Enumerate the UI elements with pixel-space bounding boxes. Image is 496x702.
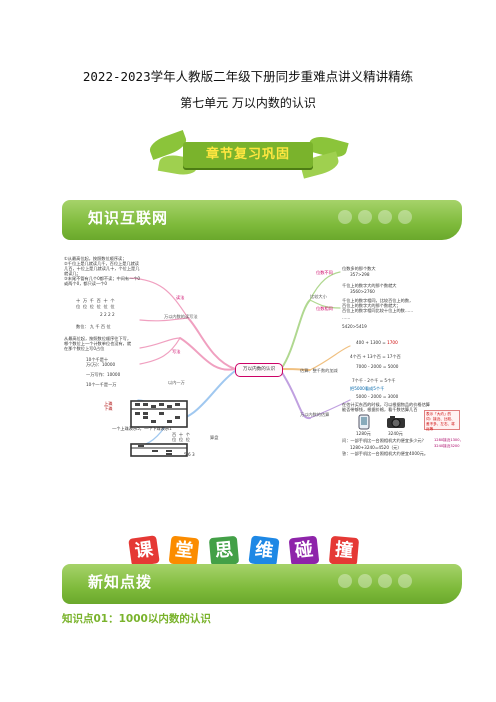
compare-ellipsis: ……: [342, 315, 351, 320]
abacus-cols: 百 十 个: [172, 432, 190, 437]
calc-row: 7个千 - 2个千 = 5个千: [352, 378, 396, 383]
price: 1280元: [356, 431, 371, 436]
compare-label: 比较大小: [310, 294, 327, 299]
tag-text: 词：接近、比较、差不多、左右、将近等: [426, 417, 455, 432]
estimate-label: 估算、整千数的加减: [300, 368, 338, 373]
banner-char: 堂: [168, 535, 200, 567]
digits: 2 2 2 2: [100, 312, 115, 317]
place-row: 位 位 位 位 位 位: [76, 304, 115, 309]
abacus-label: 算盘: [210, 435, 219, 440]
section-title: 新知点拨: [88, 573, 153, 591]
abacus-side-label: 上珠下珠: [104, 401, 113, 412]
count-note: 10个一千是一万: [86, 382, 117, 387]
write-rule-line: 在那个数位上写0占位: [64, 346, 105, 351]
section-band-knowledge-net: 知识互联网: [62, 200, 462, 240]
price: 3240元: [388, 431, 403, 436]
write-label: 写法: [172, 349, 181, 354]
section-band-new-knowledge: 新知点拨: [62, 564, 462, 604]
doc-subtitle: 第七单元 万以内数的认识: [180, 96, 316, 110]
knowledge-point-heading: 知识点01：1000以内数的认识: [62, 613, 211, 625]
approx-note: 3240接近3200: [434, 444, 460, 448]
tag-text: 表示「大约」的: [426, 412, 452, 416]
calc-row: 400 + 1300 = 1700: [356, 340, 398, 345]
abacus-icon: [130, 443, 188, 457]
calc-row: 7000 - 2000 = 5000: [356, 364, 399, 369]
calc-row: 4个百 + 13个百 = 17个百: [350, 354, 401, 359]
compare-rule: 位数多的那个数大: [342, 266, 376, 271]
approx-note: 1280接近1300，: [434, 438, 464, 442]
read-write-label: 万以内数的读写法: [164, 314, 198, 319]
answer-calc: 1280+3240=4520（元）: [350, 445, 402, 450]
section-title: 知识互联网: [88, 209, 169, 227]
tag-box: [424, 410, 460, 430]
abacus-icon: [130, 400, 188, 428]
phone-icon: [358, 414, 370, 430]
write-rule-line: 哪个数位上一个计数单位也没有，就: [64, 341, 132, 346]
abacus-cols: 位 位 位: [172, 437, 190, 442]
calc-row: 5000 - 2000 = 3000: [356, 394, 399, 399]
apply-label: 万以内数的估算: [300, 412, 330, 417]
banner-char: 思: [208, 535, 240, 567]
compare-case-label: 位数不同: [316, 270, 333, 275]
compare-rule: 百位上的数字相同比较十位上的数……: [342, 308, 414, 313]
calc-note: 把5000看成5个千: [350, 386, 385, 391]
banner-char: 撞: [328, 535, 360, 567]
camera-icon: [387, 416, 405, 428]
banner-char: 课: [128, 535, 160, 567]
chapter-review-ribbon: 章节复习巩固: [145, 130, 351, 179]
compare-case-label: 位数相同: [316, 306, 333, 311]
banner-char: 维: [248, 535, 280, 567]
ribbon-label: 章节复习巩固: [205, 147, 290, 162]
compare-rule: 百位上的数字大的那个数就大；: [342, 303, 401, 308]
read-rule-line: ③末尾不管有几个0都不读；中间有一个0: [64, 276, 141, 281]
banner-char: 碰: [288, 535, 320, 567]
decoration: [338, 573, 448, 595]
apply-text: 能否带够钱，根据价格，看千数估算几百: [342, 407, 418, 412]
wan-note: 10个千是十: [86, 357, 109, 362]
compare-example: 357>298: [350, 272, 370, 277]
write-rule-line: 从最高位起，按照数位顺序往下写，: [64, 336, 132, 341]
apply-text: 在估计买东西的时候，可以根据物品的价格估算: [342, 402, 430, 407]
question: 问：一部手机比一台照相机大约便宜多少元？: [342, 438, 426, 443]
read-label: 读法: [176, 295, 185, 300]
compare-example: 5420>5419: [342, 324, 367, 329]
yiwan-note: 一万写作：10000: [86, 372, 121, 377]
digits: 5 6 3: [184, 452, 195, 457]
doc-title: 2022-2023学年人教版二年级下册同步重难点讲义精讲精练: [82, 69, 414, 84]
place-row: 十 万 千 百 十 个: [76, 298, 115, 303]
abacus-note: 一个上珠表示5，一个下珠表示1: [112, 426, 172, 431]
decoration: [338, 209, 448, 231]
wan-note: 万(万)：10000: [86, 362, 116, 367]
compare-rule: 千位上的数字大的那个数就大: [342, 283, 397, 288]
within-label: 以内一万: [168, 380, 185, 385]
answer: 答：一部手机比一台照相机大约便宜4000元。: [342, 451, 429, 456]
read-rule-line: 就读几；: [64, 271, 81, 276]
read-rule-line: ①从最高位起，按照数位顺序读；: [64, 256, 127, 261]
place-note: 数位： 九 千 百 位: [76, 324, 111, 329]
mind-map-center: 万以内数的认识: [235, 363, 283, 377]
compare-rule: 千位上的数字相同，比较百位上的数，: [342, 298, 414, 303]
read-rule-line: ②千位上是几就读几千，百位上是几就读: [64, 261, 139, 266]
mind-map: 万以内数的认识 ①从最高位起，按照数位顺序读； ②千位上是几就读几千，百位上是几…: [60, 250, 465, 460]
compare-example: 3560>2760: [350, 289, 375, 294]
read-rule-line: 或两个0，都只读一个0: [64, 281, 108, 286]
read-rule-line: 几百，十位上是几就读几十，个位上是几: [64, 266, 140, 271]
